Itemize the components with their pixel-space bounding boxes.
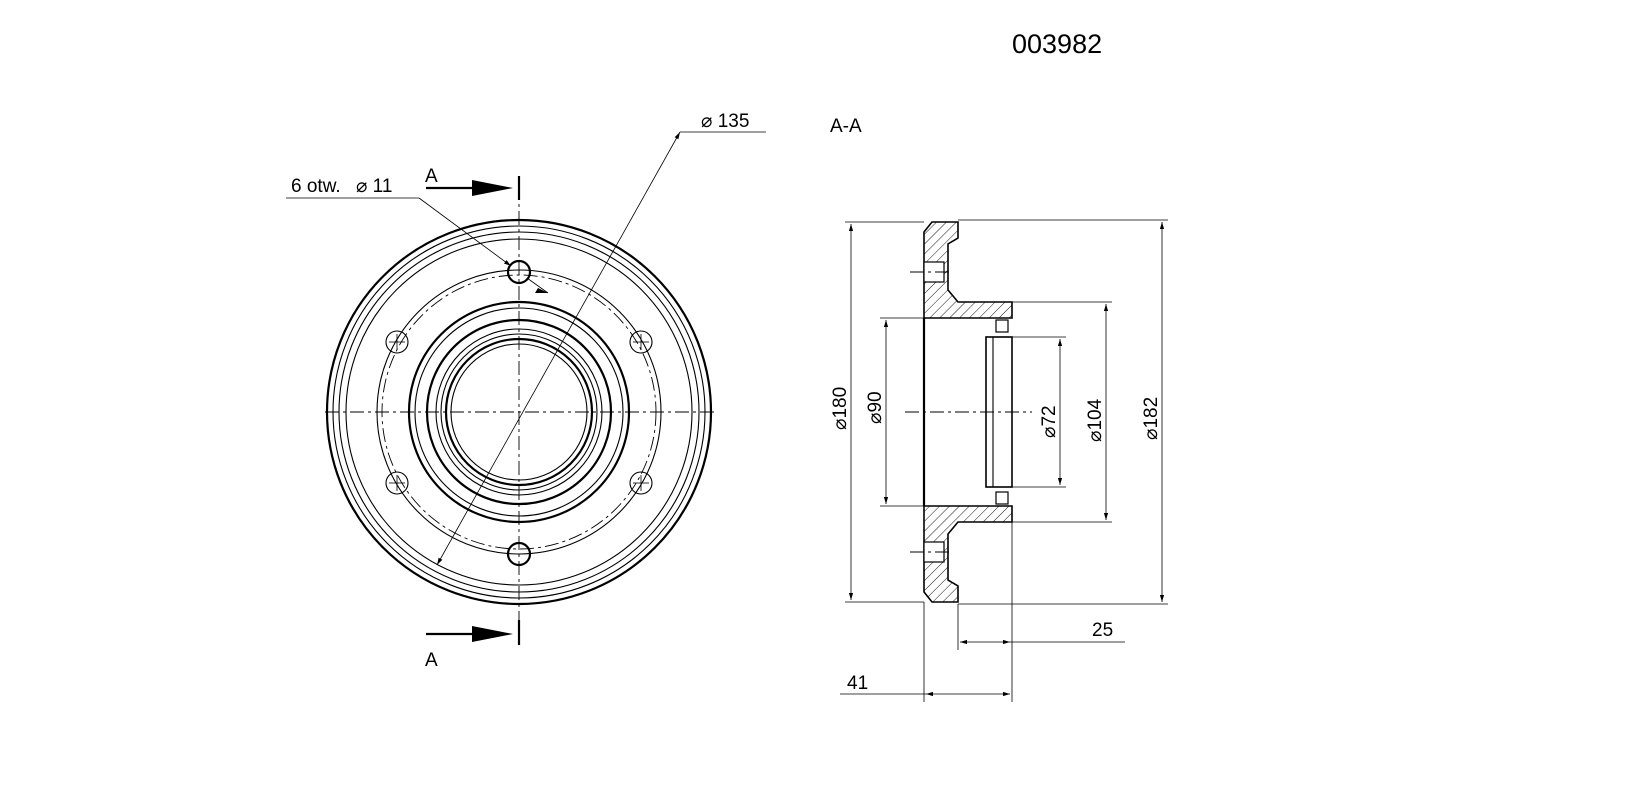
front-view: A A 6 otw. ⌀ 11 ⌀ 135 xyxy=(286,111,766,671)
section-view: A-A xyxy=(830,116,1168,702)
bolt-hole xyxy=(385,471,409,495)
diameter-symbol-icon: ⌀ xyxy=(356,176,367,197)
diameter-symbol-icon: ⌀ xyxy=(701,111,712,132)
dim-text-72: ⌀72 xyxy=(1039,405,1060,438)
section-mark-bottom: A xyxy=(425,650,438,671)
svg-text:6 otw. ⌀ 11: 6 otw. ⌀ 11 xyxy=(291,176,392,197)
dim-text-182: ⌀182 xyxy=(1141,397,1162,440)
dim-text-104: ⌀104 xyxy=(1085,398,1106,442)
dim-text-25: 25 xyxy=(1092,620,1113,641)
section-arrow-bottom xyxy=(472,626,513,642)
dim-text-90: ⌀90 xyxy=(865,391,886,424)
bolt-circle-leader xyxy=(436,131,681,566)
section-title: A-A xyxy=(830,116,862,137)
bolt-hole xyxy=(385,330,409,354)
bolt-circle-diameter-value: 135 xyxy=(718,111,750,132)
holes-leader xyxy=(418,197,512,267)
section-arrow-top xyxy=(472,180,513,196)
dim-text-180: ⌀180 xyxy=(830,387,851,430)
svg-text:⌀ 135: ⌀ 135 xyxy=(701,111,749,132)
section-mark-top: A xyxy=(425,166,438,187)
holes-count-label: 6 otw. xyxy=(291,176,341,197)
dim-text-41: 41 xyxy=(847,673,868,694)
holes-diameter-value: 11 xyxy=(373,176,393,197)
drawing-number: 003982 xyxy=(1012,29,1102,59)
